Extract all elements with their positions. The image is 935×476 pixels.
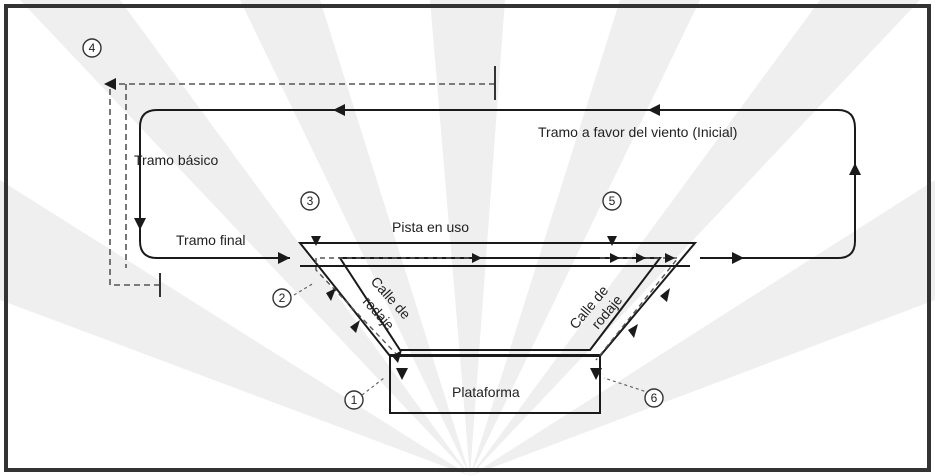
marker-6: 6: [644, 388, 664, 408]
marker-3-text: 3: [307, 194, 314, 208]
arrow-base: [134, 218, 146, 230]
arrow-runway-2: [610, 253, 620, 263]
marker-leaders: [293, 282, 651, 396]
marker-3: 3: [300, 191, 320, 211]
arrow-runway: [472, 253, 482, 263]
runway-inner: [338, 257, 663, 351]
arrow-taxi-right-1: [660, 288, 670, 302]
circuit-loop-path: [139, 109, 856, 259]
arrow-downwind-1: [648, 104, 660, 116]
marker-4-text: 4: [89, 41, 96, 55]
dashed-route-4: [109, 83, 495, 286]
arrow-route-4: [104, 78, 116, 90]
marker-5: 5: [602, 191, 622, 211]
marker-2-text: 2: [279, 291, 286, 305]
marker-2: 2: [272, 288, 292, 308]
marker-5-text: 5: [609, 194, 616, 208]
marker-4: 4: [82, 38, 102, 58]
arrow-pos3: [311, 236, 321, 246]
arrow-runway-3: [636, 253, 646, 263]
label-pista-en-uso: Pista en uso: [392, 219, 469, 235]
circuit-arrows: [134, 104, 861, 264]
arrow-runway-4: [665, 253, 675, 263]
marker-6-text: 6: [651, 391, 658, 405]
label-plataforma: Plataforma: [452, 384, 520, 400]
runway-arrows: [311, 236, 675, 380]
label-tramo-final: Tramo final: [176, 232, 246, 248]
arrow-exit: [732, 252, 744, 264]
arrow-final: [278, 252, 290, 264]
traffic-circuit: [139, 109, 856, 259]
marker-1-text: 1: [351, 393, 358, 407]
arrow-taxi-left-1: [326, 288, 336, 301]
label-tramo-basico: Tramo básico: [134, 152, 219, 168]
arrow-taxi-right-2: [628, 324, 638, 338]
diagram-frame: [4, 4, 931, 472]
runway-structure: [297, 242, 698, 414]
arrow-plataforma-left: [396, 368, 408, 380]
marker-1: 1: [344, 390, 364, 410]
arrow-taxi-left-3: [392, 350, 402, 363]
label-tramo-favor: Tramo a favor del viento (Inicial): [538, 124, 737, 140]
arrow-pos5: [607, 236, 617, 246]
arrow-plataforma-right: [590, 368, 602, 380]
arrow-downwind-2: [333, 104, 345, 116]
arrow-taxi-left-2: [350, 320, 360, 333]
runway-dashed-path: [315, 257, 680, 361]
plataforma-box: [389, 354, 601, 414]
arrow-upwind: [849, 163, 861, 175]
